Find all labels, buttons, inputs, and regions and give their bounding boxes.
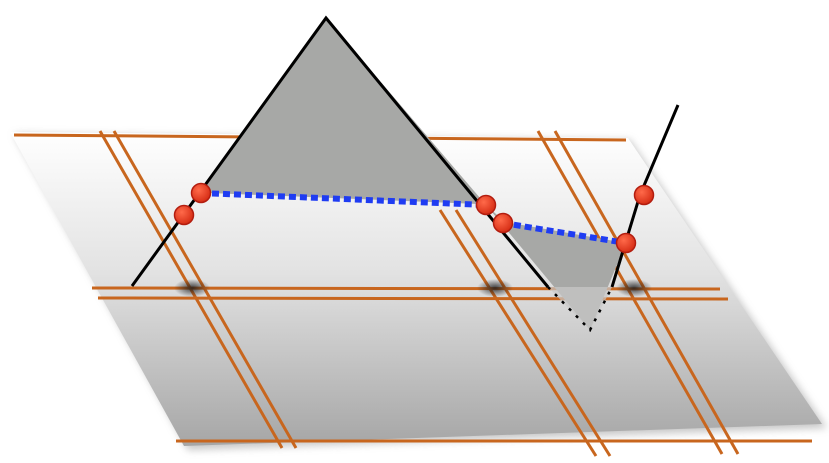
grid-line-diagonal <box>438 209 598 457</box>
contact-shadow <box>616 279 652 297</box>
markers <box>173 182 655 254</box>
red-dot-icon <box>173 204 195 226</box>
valley-shape-lower <box>548 287 612 330</box>
contact-shadow <box>174 279 210 297</box>
dashed-path <box>200 190 627 246</box>
dashed-path-segment <box>502 220 627 246</box>
grid-line-diagonal <box>454 209 612 457</box>
red-dot-icon <box>190 182 212 204</box>
grid-line-horizontal <box>97 296 729 301</box>
red-dot-icon <box>475 194 497 216</box>
dashed-path-segment <box>200 190 487 208</box>
contact-shadow <box>477 279 513 297</box>
contact-shadows <box>174 279 652 297</box>
red-dot-icon <box>615 232 637 254</box>
red-dot-icon <box>633 184 655 206</box>
mountain-shape <box>201 18 486 205</box>
hidden-profile-line <box>547 286 614 333</box>
red-dot-icon <box>492 212 514 234</box>
